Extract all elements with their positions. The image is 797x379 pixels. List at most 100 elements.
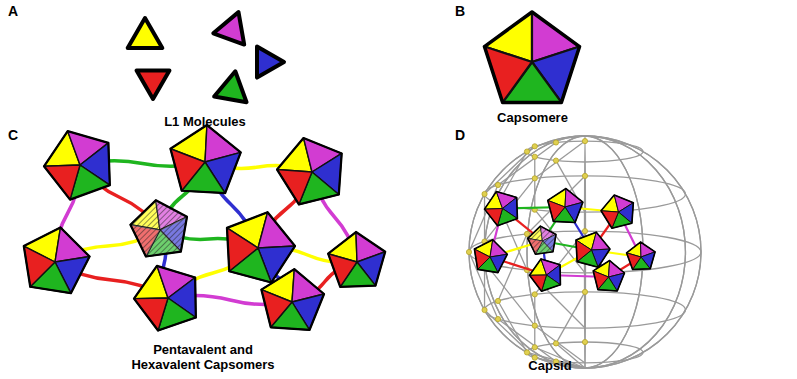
panel-caption: Capsomere — [460, 110, 605, 125]
capsid-vertex — [532, 176, 537, 181]
capsid-vertex — [495, 182, 500, 187]
panel-caption: Pentavalent and Hexavalent Capsomers — [118, 342, 288, 372]
capsomere — [277, 138, 342, 204]
l1-molecule — [214, 71, 246, 102]
capsomere-outline — [601, 195, 633, 228]
capsomere-outline — [328, 232, 385, 287]
l1-subunit — [258, 212, 295, 248]
l1-subunit — [44, 165, 80, 200]
capsid-edge — [498, 319, 556, 361]
capsomere-outline — [484, 12, 579, 102]
capsomere — [134, 266, 196, 331]
panel-caption: L1 Molecules — [130, 114, 280, 129]
capsomere-outline — [134, 266, 196, 331]
capsid-vertex — [582, 173, 587, 178]
panel-letter: B — [455, 4, 465, 19]
capsid-vertex — [532, 154, 537, 159]
capsomere — [548, 189, 583, 223]
capsomere-outline — [277, 138, 342, 204]
l1-molecule — [137, 71, 170, 100]
capsid-edge — [535, 141, 585, 178]
panel-caption: Capsid — [490, 358, 610, 373]
capsid-edge — [556, 292, 585, 344]
capsomere-outline — [44, 131, 110, 199]
l1-subunit — [227, 228, 258, 271]
capsomere — [227, 212, 295, 282]
l1-subunit — [627, 253, 641, 270]
capsid-vertex — [482, 191, 487, 196]
capsid-meridian — [485, 136, 686, 368]
capsomere-outline — [261, 269, 324, 330]
l1-subunit — [484, 47, 532, 103]
l1-subunit — [134, 298, 168, 331]
capsid-vertex — [553, 341, 558, 346]
capsomere-outline — [576, 232, 610, 267]
capsid-wireframe — [469, 136, 701, 368]
capsid-meridian — [485, 136, 686, 368]
capsid-vertex — [532, 323, 537, 328]
capsid-outline — [469, 136, 701, 368]
l1-subunit — [592, 232, 610, 250]
hatch-overlay — [130, 225, 160, 257]
capsid-vertex — [582, 339, 587, 344]
capsid-vertex — [582, 289, 587, 294]
capsid-vertex — [582, 229, 587, 234]
capsomere-outline — [627, 242, 656, 269]
capsid-edge — [584, 342, 585, 368]
capsomere-outline — [485, 192, 518, 226]
panel-letter: C — [8, 128, 18, 143]
capsid-vertex — [495, 316, 500, 321]
capsomere-outline — [170, 125, 240, 193]
capsid-vertex — [524, 350, 529, 355]
panel-letter: A — [8, 4, 18, 19]
capsomere — [328, 232, 385, 287]
capsid-meridian — [527, 136, 643, 368]
l1-subunit — [576, 240, 592, 262]
capsomere — [593, 261, 624, 291]
capsid-edge — [498, 301, 527, 353]
l1-molecule — [257, 46, 284, 77]
capsomere-outline — [24, 227, 90, 293]
capsomere — [261, 269, 324, 330]
l1-molecule — [128, 18, 163, 48]
capsid-vertex — [524, 231, 529, 236]
capsomere — [24, 227, 90, 293]
capsid-edge — [534, 157, 535, 210]
l1-subunit — [328, 254, 357, 287]
capsid-vertex — [495, 298, 500, 303]
capsomere — [576, 232, 610, 267]
l1-subunit — [485, 209, 503, 226]
l1-subunit — [130, 225, 160, 257]
capsomere-outline — [130, 200, 187, 256]
capsomere-outline — [474, 240, 507, 273]
capsid-edge — [485, 310, 535, 358]
capsomere — [530, 259, 561, 291]
capsomere — [130, 200, 187, 256]
capsid-edge — [534, 294, 535, 347]
capsid-meridian — [527, 136, 643, 368]
capsomere-outline — [530, 259, 561, 291]
capsid-vertex — [482, 307, 487, 312]
capsomere-outline — [227, 212, 295, 282]
capsomere — [170, 125, 240, 193]
capsid-vertex — [532, 144, 537, 149]
capsid-vertex — [553, 140, 558, 145]
capsomere — [484, 12, 579, 102]
capsid-vertex — [532, 345, 537, 350]
capsomere — [485, 192, 518, 226]
capsid-edge — [485, 178, 535, 241]
capsomere — [44, 131, 110, 199]
capsomere — [474, 240, 507, 273]
l1-molecule — [213, 12, 244, 44]
capsomere — [627, 242, 656, 269]
capsomere-outline — [528, 226, 556, 254]
capsid-edge — [498, 142, 556, 184]
capsid-vertex — [524, 149, 529, 154]
panel-letter: D — [455, 128, 465, 143]
capsid-vertex — [532, 292, 537, 297]
capsomere — [528, 226, 556, 254]
capsomere-outline — [593, 261, 624, 291]
capsid-meridian — [469, 136, 701, 368]
capsid-vertex — [553, 158, 558, 163]
